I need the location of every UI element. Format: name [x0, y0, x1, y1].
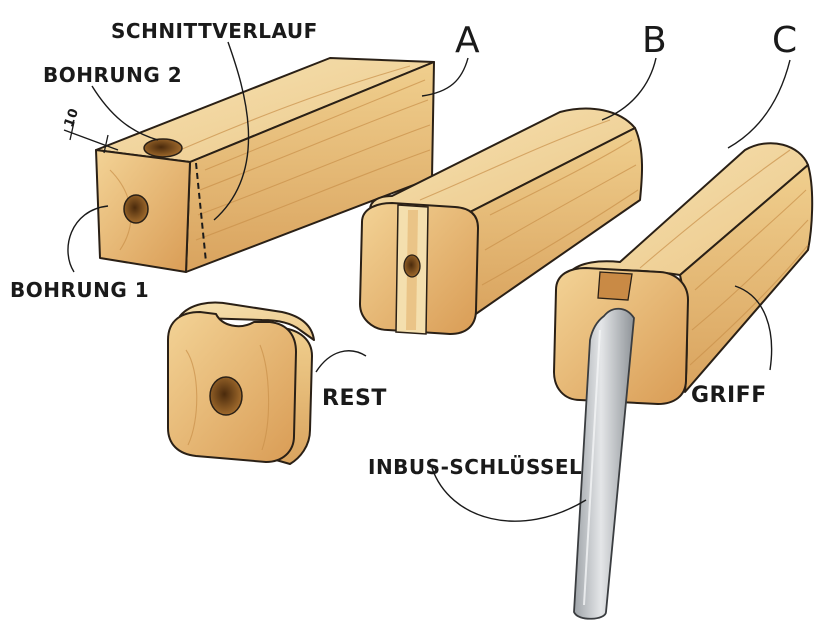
label-bohrung-1: BOHRUNG 1 [10, 278, 149, 302]
label-a: A [455, 20, 480, 61]
cut-line [195, 162, 207, 263]
label-inbus-schluessel: INBUS-SCHLÜSSEL [368, 455, 582, 479]
label-schnittverlauf: SCHNITTVERLAUF [111, 19, 318, 43]
rest-piece [167, 301, 315, 465]
block-c [553, 142, 814, 620]
dimension-label: 10 [62, 106, 83, 129]
label-b: B [642, 20, 667, 61]
label-rest: REST [322, 386, 387, 411]
rest-hole [209, 376, 243, 416]
label-griff: GRIFF [691, 383, 767, 408]
block-b [359, 107, 644, 335]
bohrung-1-hole [123, 194, 149, 224]
label-bohrung-2: BOHRUNG 2 [43, 63, 182, 87]
allen-key [573, 307, 635, 620]
block-a: 10 [62, 57, 435, 273]
label-c: C [772, 20, 797, 61]
leader-lines [67, 41, 791, 522]
bohrung-2-hole [143, 138, 183, 158]
